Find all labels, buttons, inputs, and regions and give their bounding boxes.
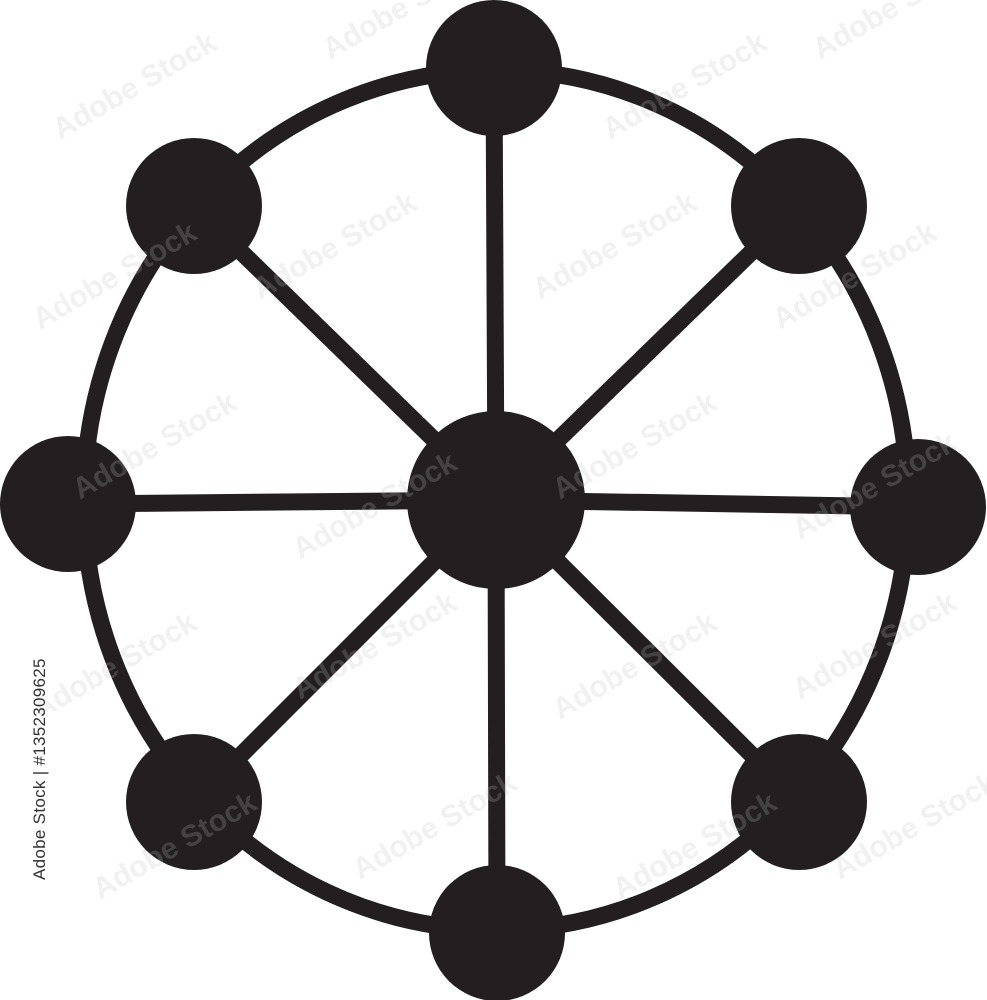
stock-id-label: Adobe Stock | #1352309625: [30, 658, 49, 880]
node-bottom-right: [731, 734, 867, 870]
node-right: [850, 439, 986, 575]
watermark-text: Adobe Stock: [27, 606, 203, 726]
watermark-text: Adobe Stock: [47, 26, 223, 146]
watermark-text: Adobe Stock: [807, 0, 983, 66]
node-top: [426, 0, 562, 136]
watermark-text: Adobe Stock: [547, 386, 723, 506]
node-bottom: [429, 865, 565, 1000]
node-left: [0, 436, 136, 572]
watermark-text: Adobe Stock: [527, 186, 703, 306]
node-top-left: [126, 138, 262, 274]
node-top-right: [731, 138, 867, 274]
center-node: [407, 411, 585, 589]
node-bottom-left: [126, 734, 262, 870]
watermark-text: Adobe Stock: [287, 586, 463, 706]
watermark-text: Adobe Stock: [247, 186, 423, 306]
